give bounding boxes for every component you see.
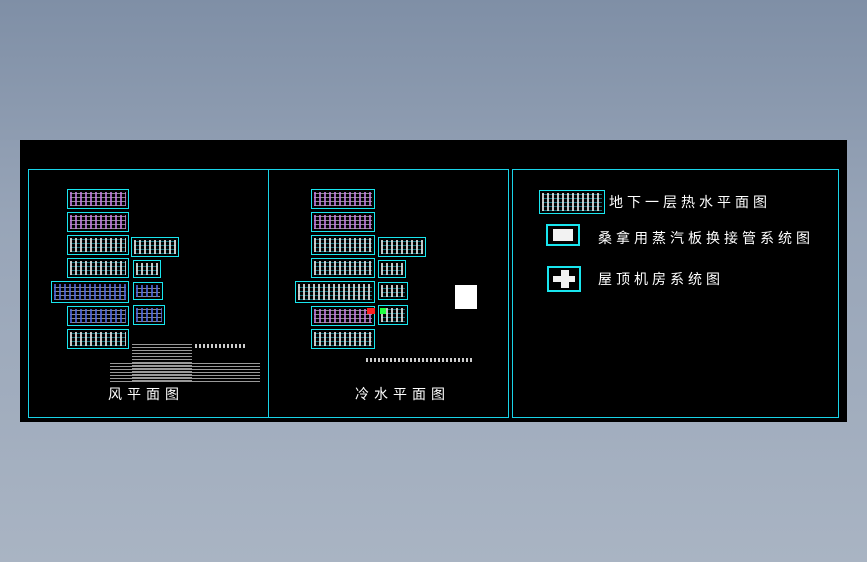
legend-label-sauna-steam-piping[interactable]: 桑拿用蒸汽板换接管系统图: [598, 231, 814, 247]
detail-thumb[interactable]: [133, 282, 163, 300]
frame-chilled-plan: [268, 169, 509, 418]
floor-thumb[interactable]: [311, 329, 375, 349]
floor-thumb[interactable]: [67, 235, 129, 255]
frame-legend: [512, 169, 839, 418]
detail-thumb[interactable]: [378, 260, 406, 278]
detail-thumb[interactable]: [133, 305, 165, 325]
white-block: [455, 285, 477, 309]
floor-plan-thumbnail-icon[interactable]: [539, 190, 605, 214]
notes-line: [366, 358, 474, 362]
sheet-title-air-plan: 风平面图: [108, 387, 184, 403]
cad-drawing-sheet: 风平面图 冷水平面图 地下一层热水平面图 桑拿用蒸汽板换接管系统图 屋顶机房系统…: [20, 140, 847, 422]
floor-thumb[interactable]: [67, 329, 129, 349]
legend-label-roof-machine-room[interactable]: 屋顶机房系统图: [598, 272, 724, 288]
notes-line: [195, 344, 247, 348]
detail-thumb[interactable]: [378, 282, 408, 300]
roof-machine-room-icon[interactable]: [547, 266, 581, 292]
floor-thumb[interactable]: [311, 258, 375, 278]
floor-thumb[interactable]: [311, 212, 375, 232]
floor-thumb[interactable]: [295, 281, 375, 303]
red-marker: [367, 308, 375, 314]
floor-thumb[interactable]: [67, 189, 129, 209]
detail-thumb[interactable]: [378, 305, 408, 325]
sheet-title-chilled-plan: 冷水平面图: [355, 387, 450, 403]
detail-thumb[interactable]: [133, 260, 161, 278]
floor-thumb[interactable]: [67, 306, 129, 326]
detail-thumb[interactable]: [131, 237, 179, 257]
floor-thumb[interactable]: [311, 306, 375, 326]
green-marker: [380, 308, 386, 314]
legend-label-basement-hot-water[interactable]: 地下一层热水平面图: [609, 195, 771, 211]
design-notes: [110, 362, 260, 382]
piping-system-icon[interactable]: [546, 224, 580, 246]
floor-thumb[interactable]: [67, 258, 129, 278]
detail-thumb[interactable]: [378, 237, 426, 257]
floor-thumb[interactable]: [51, 281, 129, 303]
floor-thumb[interactable]: [311, 235, 375, 255]
floor-thumb[interactable]: [67, 212, 129, 232]
floor-thumb[interactable]: [311, 189, 375, 209]
